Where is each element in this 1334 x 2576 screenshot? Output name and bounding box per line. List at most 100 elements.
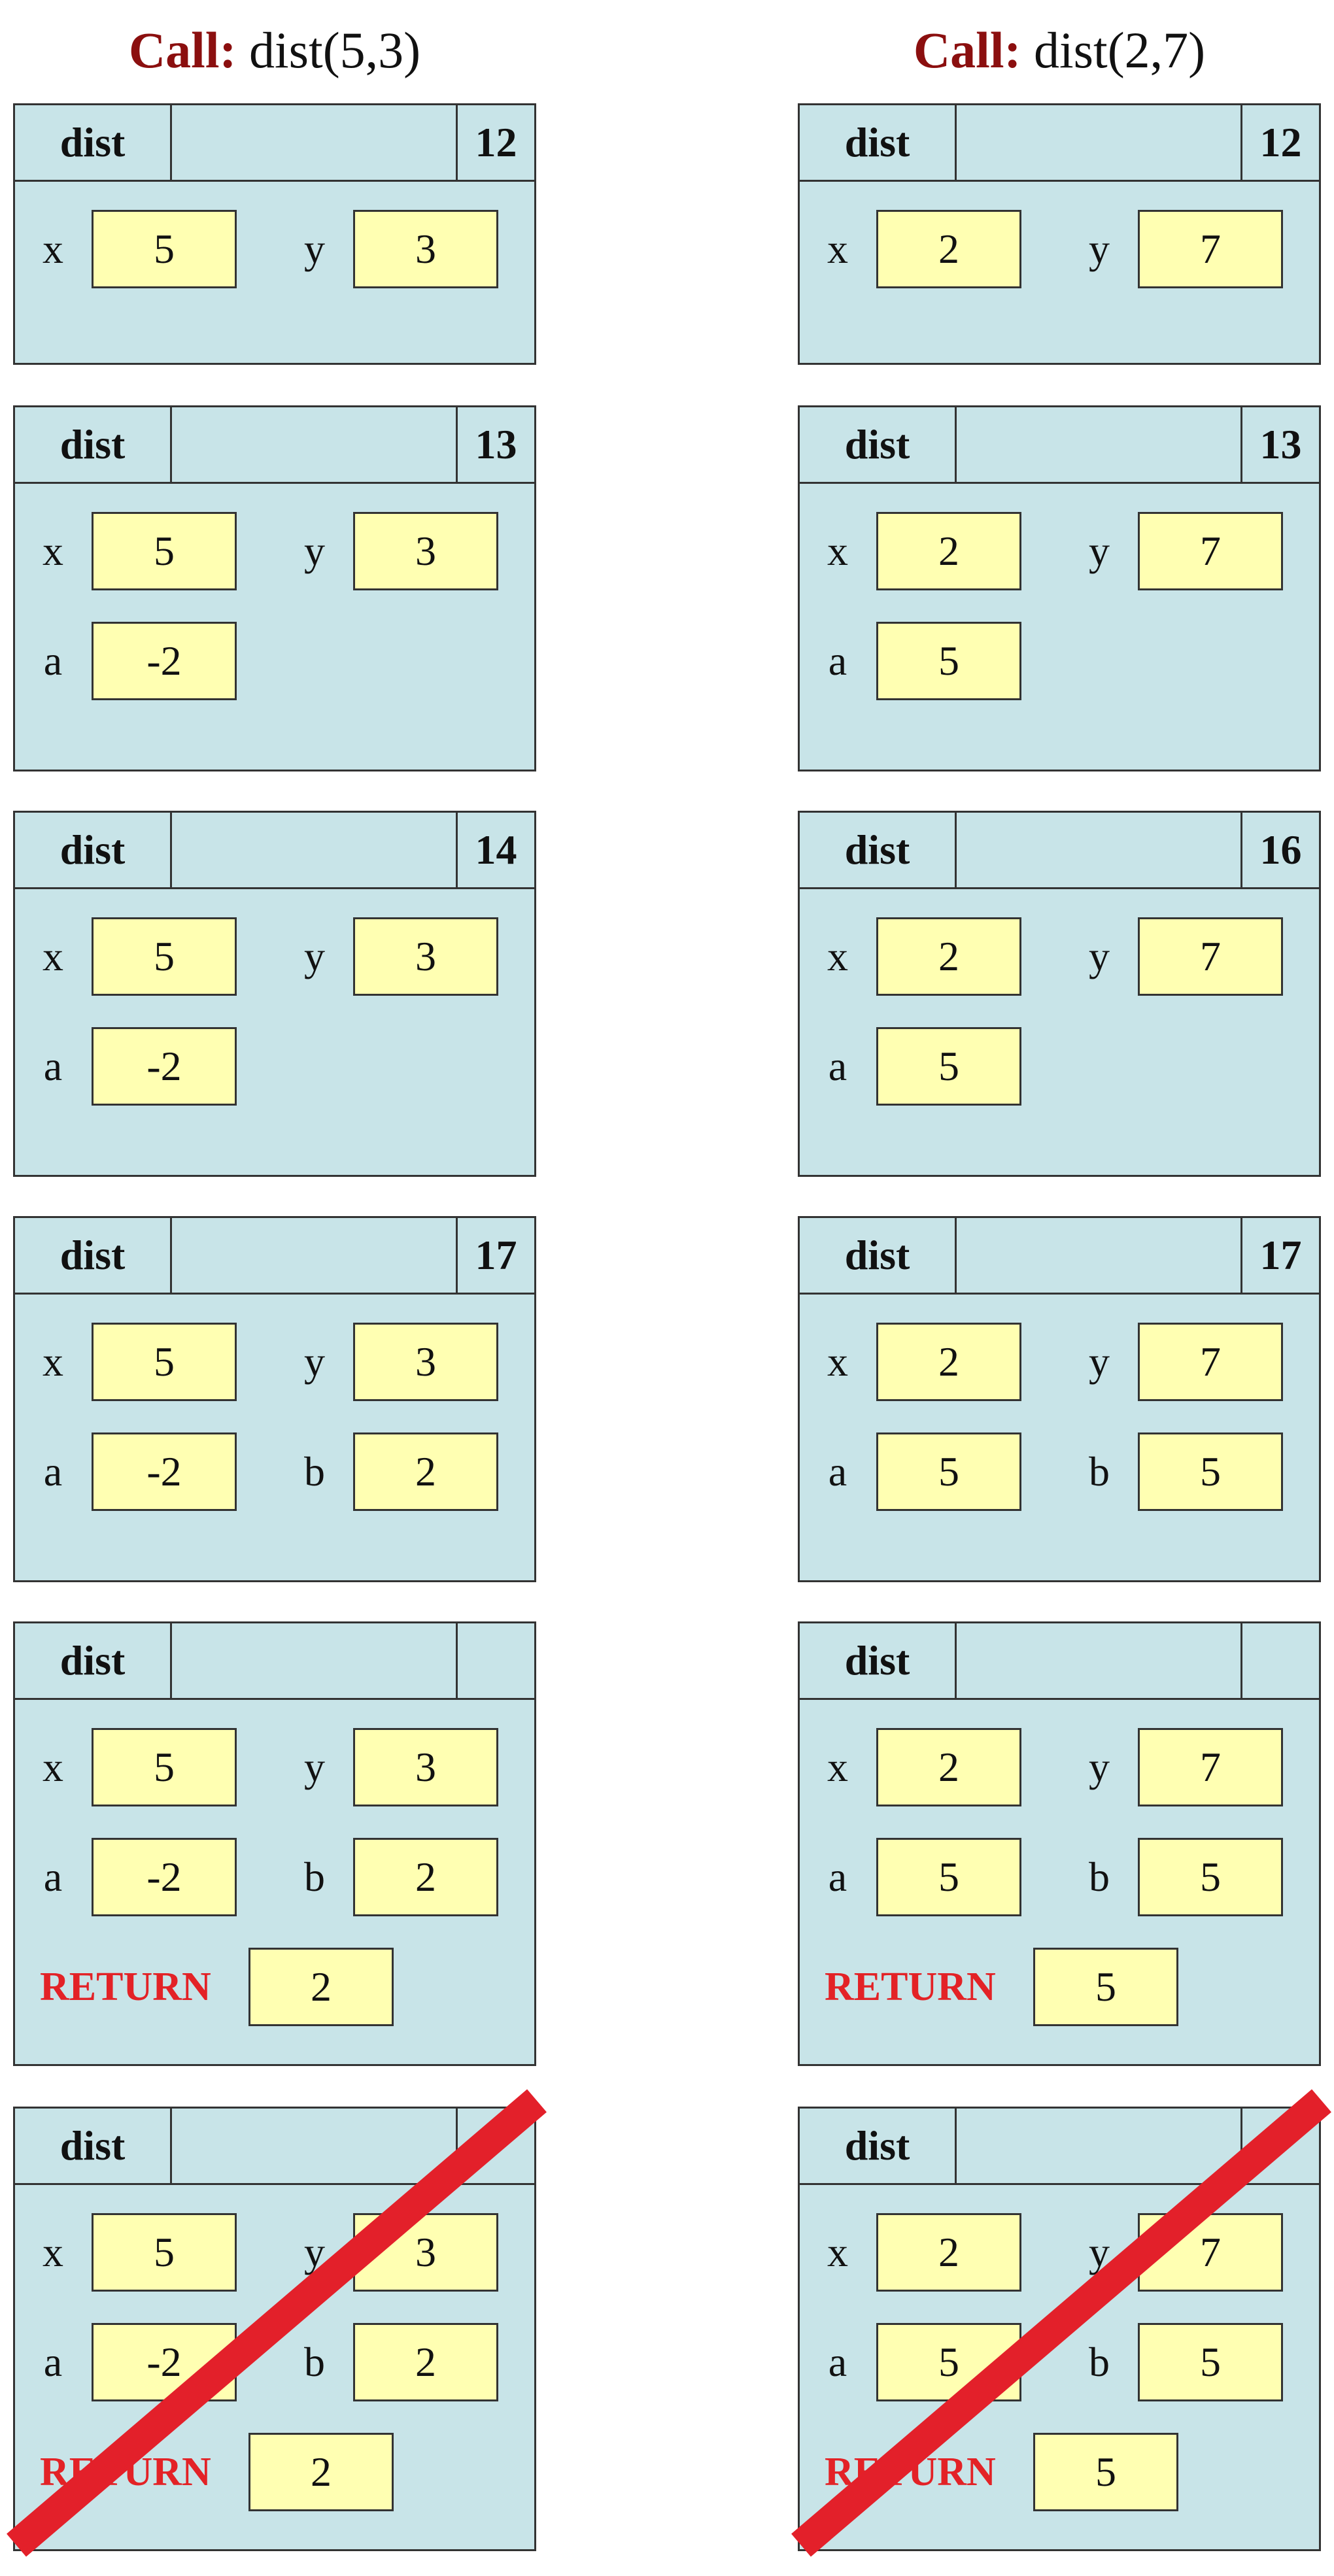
variable-label-b: b bbox=[1089, 2339, 1110, 2385]
frame-line-number bbox=[456, 2109, 534, 2185]
frame-line-number: 13 bbox=[456, 407, 534, 484]
return-label: RETURN bbox=[40, 1965, 211, 2009]
variable-label-x: x bbox=[43, 1744, 63, 1790]
variable-value-a: 5 bbox=[876, 1432, 1021, 1511]
variable-value-a: -2 bbox=[92, 1432, 237, 1511]
variable-value-x: 5 bbox=[92, 1728, 237, 1806]
variable-value-b: 5 bbox=[1138, 1838, 1283, 1916]
frame-line-number: 13 bbox=[1240, 407, 1319, 484]
frame-header-divider bbox=[170, 887, 458, 889]
call-keyword: Call: bbox=[913, 22, 1021, 78]
variable-label-y: y bbox=[304, 1338, 325, 1385]
variable-value-x: 5 bbox=[92, 210, 237, 288]
call-expression: dist(2,7) bbox=[1034, 22, 1206, 78]
variable-value-y: 7 bbox=[1138, 1728, 1283, 1806]
frame-line-number: 12 bbox=[456, 105, 534, 182]
variable-value-x: 5 bbox=[92, 1323, 237, 1401]
variable-label-x: x bbox=[43, 528, 63, 574]
frame-header-divider bbox=[170, 2183, 458, 2185]
frame-line-number: 14 bbox=[456, 813, 534, 889]
variable-value-x: 2 bbox=[876, 2213, 1021, 2292]
variable-label-y: y bbox=[1089, 226, 1110, 272]
call-header: Call: dist(2,7) bbox=[791, 14, 1327, 86]
frame-header-divider bbox=[170, 1293, 458, 1295]
variable-value-b: 2 bbox=[353, 1432, 498, 1511]
variable-label-a: a bbox=[43, 2339, 63, 2385]
frame-function-name: dist bbox=[15, 1623, 172, 1700]
variable-label-a: a bbox=[828, 1448, 847, 1495]
variable-value-a: 5 bbox=[876, 1027, 1021, 1106]
variable-value-y: 7 bbox=[1138, 512, 1283, 590]
variable-label-b: b bbox=[304, 1448, 325, 1495]
variable-label-x: x bbox=[43, 2229, 63, 2275]
variable-label-b: b bbox=[1089, 1854, 1110, 1900]
frame-line-number bbox=[1240, 1623, 1319, 1700]
call-expression: dist(5,3) bbox=[249, 22, 421, 78]
frame-erased-cross bbox=[7, 2089, 547, 2557]
variable-label-x: x bbox=[827, 528, 848, 574]
variable-label-a: a bbox=[43, 1448, 63, 1495]
variable-label-x: x bbox=[827, 933, 848, 979]
variable-label-b: b bbox=[304, 1854, 325, 1900]
variable-label-y: y bbox=[1089, 1338, 1110, 1385]
variable-label-x: x bbox=[43, 226, 63, 272]
frame-header-divider bbox=[170, 482, 458, 484]
frame-function-name: dist bbox=[800, 407, 957, 484]
frame-function-name: dist bbox=[800, 1623, 957, 1700]
variable-label-a: a bbox=[43, 637, 63, 684]
frame-function-name: dist bbox=[15, 407, 172, 484]
variable-value-b: 2 bbox=[353, 2323, 498, 2401]
frame-header-divider bbox=[170, 1698, 458, 1700]
call-keyword: Call: bbox=[128, 22, 237, 78]
variable-label-x: x bbox=[827, 2229, 848, 2275]
variable-value-a: -2 bbox=[92, 1027, 237, 1106]
frame-line-number bbox=[1240, 2109, 1319, 2185]
frame-header-divider bbox=[955, 2183, 1242, 2185]
variable-value-y: 3 bbox=[353, 1728, 498, 1806]
variable-value-x: 5 bbox=[92, 512, 237, 590]
variable-label-x: x bbox=[43, 1338, 63, 1385]
variable-label-b: b bbox=[304, 2339, 325, 2385]
variable-value-x: 2 bbox=[876, 917, 1021, 996]
variable-label-x: x bbox=[43, 933, 63, 979]
return-value: 2 bbox=[248, 2433, 394, 2511]
variable-value-b: 5 bbox=[1138, 1432, 1283, 1511]
variable-label-y: y bbox=[304, 1744, 325, 1790]
frame-line-number: 12 bbox=[1240, 105, 1319, 182]
variable-label-a: a bbox=[828, 1043, 847, 1089]
frame-function-name: dist bbox=[15, 105, 172, 182]
variable-value-b: 5 bbox=[1138, 2323, 1283, 2401]
variable-label-y: y bbox=[1089, 528, 1110, 574]
variable-value-x: 5 bbox=[92, 917, 237, 996]
frame-line-number: 16 bbox=[1240, 813, 1319, 889]
frame-function-name: dist bbox=[15, 2109, 172, 2185]
variable-value-a: -2 bbox=[92, 622, 237, 700]
variable-label-a: a bbox=[828, 1854, 847, 1900]
frame-function-name: dist bbox=[15, 1218, 172, 1295]
variable-value-a: -2 bbox=[92, 1838, 237, 1916]
frame-function-name: dist bbox=[800, 1218, 957, 1295]
variable-value-y: 3 bbox=[353, 917, 498, 996]
variable-label-a: a bbox=[43, 1854, 63, 1900]
variable-value-a: 5 bbox=[876, 1838, 1021, 1916]
frame-line-number bbox=[456, 1623, 534, 1700]
variable-value-x: 2 bbox=[876, 512, 1021, 590]
variable-value-y: 3 bbox=[353, 512, 498, 590]
erase-slash bbox=[7, 2089, 547, 2557]
return-value: 2 bbox=[248, 1948, 394, 2026]
variable-value-a: 5 bbox=[876, 622, 1021, 700]
variable-value-x: 2 bbox=[876, 1323, 1021, 1401]
frame-erased-cross bbox=[791, 2089, 1331, 2557]
call-header: Call: dist(5,3) bbox=[7, 14, 543, 86]
return-label: RETURN bbox=[825, 1965, 996, 2009]
frame-function-name: dist bbox=[800, 813, 957, 889]
return-value: 5 bbox=[1033, 2433, 1178, 2511]
